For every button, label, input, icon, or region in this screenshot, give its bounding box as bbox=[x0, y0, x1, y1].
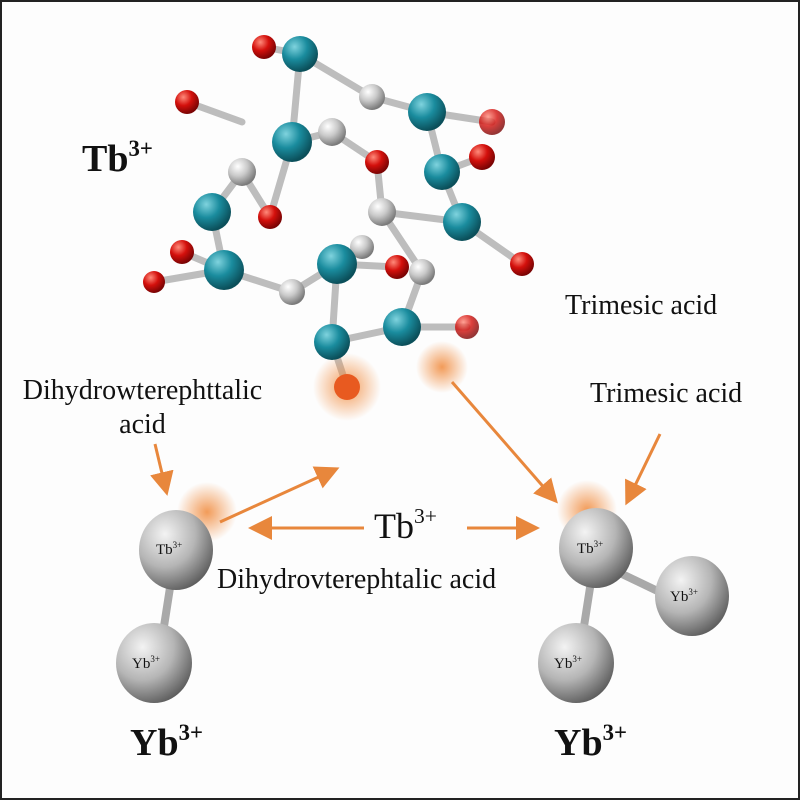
tb-top-label: Tb3+ bbox=[82, 136, 153, 180]
dihydro-left-line2: acid bbox=[119, 409, 166, 440]
tb-center-label: Tb3+ bbox=[374, 504, 437, 546]
tb-atom-label-right: Tb3+ bbox=[577, 539, 604, 557]
tb-sphere-left bbox=[139, 510, 213, 590]
terbium-atoms bbox=[193, 36, 481, 360]
yb-sphere-left bbox=[116, 623, 192, 703]
yb-sphere-right-lower bbox=[538, 623, 614, 703]
yb-atom-label-right-upper: Yb3+ bbox=[670, 587, 698, 605]
arrow-left-tb-to-cluster bbox=[219, 466, 340, 524]
glow-highlight bbox=[416, 341, 468, 393]
molecule-cluster bbox=[143, 35, 534, 400]
oxygen-atoms bbox=[143, 35, 534, 339]
arrows bbox=[150, 381, 662, 540]
arrow-cluster-to-right-tb bbox=[450, 381, 558, 504]
yb-atom-label-left: Yb3+ bbox=[132, 654, 160, 672]
yb-atom-label-right-lower: Yb3+ bbox=[554, 654, 582, 672]
oxygen-atom-highlighted bbox=[334, 374, 360, 400]
tb-sphere-right bbox=[559, 508, 633, 588]
arrow-dihydro-to-left-tb bbox=[150, 443, 174, 496]
lower-spheres bbox=[116, 508, 729, 703]
tb-atom-label-left: Tb3+ bbox=[156, 540, 183, 558]
dihydro-center-label: Dihydrovterephtalic acid bbox=[217, 564, 497, 595]
dihydro-left-line1: Dihydrowterephttalic bbox=[22, 375, 263, 406]
trimesic-acid-label-2: Trimesic acid bbox=[590, 378, 743, 409]
carbon-atoms bbox=[228, 84, 435, 305]
arrow-trimesic-to-right-tb bbox=[625, 433, 662, 506]
yb-left-label: Yb3+ bbox=[130, 720, 203, 764]
trimesic-acid-label-1: Trimesic acid bbox=[565, 290, 718, 321]
yb-right-label: Yb3+ bbox=[554, 720, 627, 764]
yb-sphere-right-upper bbox=[655, 556, 729, 636]
